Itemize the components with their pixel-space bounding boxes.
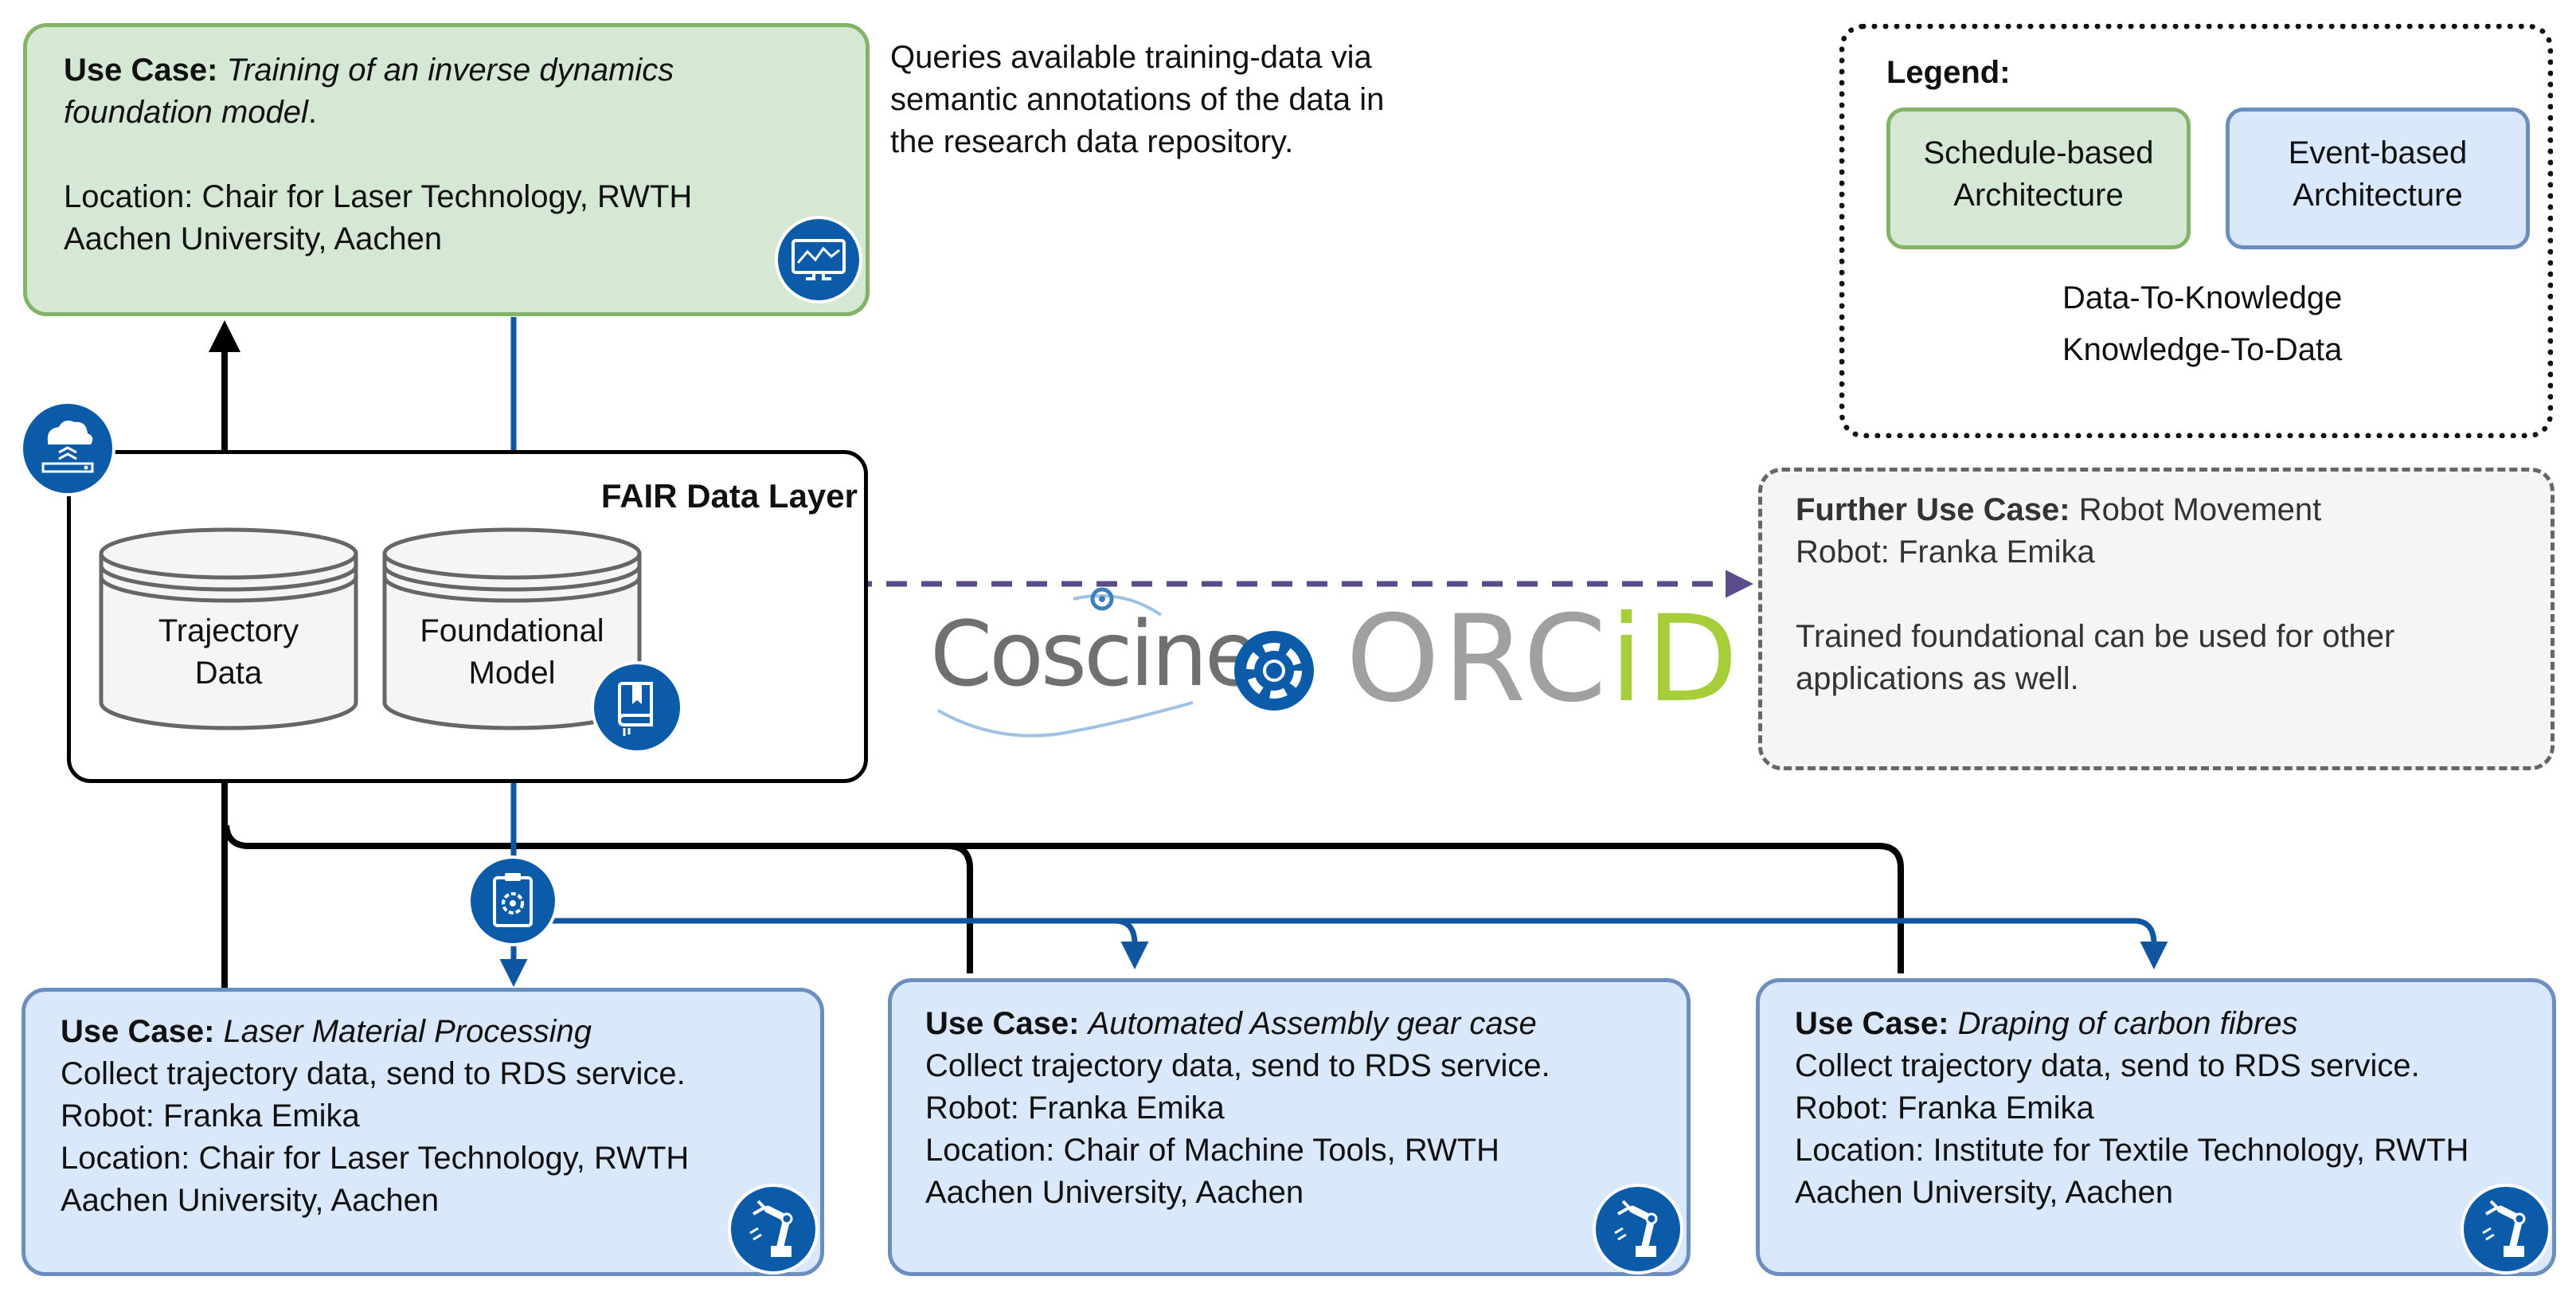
training-location-1: Location: Chair for Laser Technology, RW… — [64, 179, 693, 214]
query-note-2: semantic annotations of the data in — [890, 82, 1385, 117]
line-service-to-right — [541, 918, 2168, 969]
legend-schedule-1: Schedule-based — [1923, 135, 2154, 170]
training-location-2: Aachen University, Aachen — [64, 221, 443, 256]
assembly-action: Collect trajectory data, send to RDS ser… — [925, 1048, 1550, 1083]
training-use-case-text: Use Case: Training of an inverse dynamic… — [64, 49, 692, 260]
coscine-logo: Coscine — [930, 587, 1260, 738]
further-label: Further Use Case: — [1796, 492, 2070, 527]
legend-knowledge-to-data: Knowledge-To-Data — [2062, 332, 2343, 367]
assembly-robot: Robot: Franka Emika — [925, 1090, 1225, 1126]
query-note: Queries available training-data via sema… — [890, 37, 1384, 163]
robot-arm-icon — [1593, 1184, 1683, 1274]
legend-data-to-knowledge: Data-To-Knowledge — [2062, 280, 2343, 315]
further-use-case-text: Further Use Case: Robot Movement Robot: … — [1796, 489, 2394, 700]
legend-event-box: Event-based Architecture — [2226, 108, 2530, 249]
trajectory-label-2: Data — [194, 656, 263, 691]
orcid-logo: ORCiD — [1346, 596, 1741, 723]
legend-schedule-2: Architecture — [1953, 178, 2124, 213]
training-use-case-box: Use Case: Training of an inverse dynamic… — [23, 23, 870, 316]
use-case-laser-box: Use Case: Laser Material Processing Coll… — [21, 988, 824, 1276]
orcid-suffix: iD — [1609, 590, 1741, 729]
model-label-2: Model — [468, 656, 556, 691]
robot-arm-icon — [728, 1184, 819, 1274]
robot-arm-icon — [2461, 1184, 2551, 1274]
clipboard-gear-icon — [467, 856, 558, 946]
coscine-orbit-icon — [937, 587, 1194, 738]
foundational-model-label: Foundational Model — [381, 610, 643, 695]
legend-schedule-text: Schedule-based Architecture — [1890, 132, 2187, 217]
use-case-assembly-text: Use Case: Automated Assembly gear case C… — [925, 1003, 1550, 1214]
further-robot: Robot: Franka Emika — [1796, 534, 2095, 570]
legend-box: Legend: Schedule-based Architecture Even… — [1839, 24, 2553, 438]
use-case-draping-box: Use Case: Draping of carbon fibres Colle… — [1756, 978, 2556, 1276]
training-title-2: foundation model — [64, 95, 308, 130]
laser-location-1: Location: Chair for Laser Technology, RW… — [61, 1141, 690, 1176]
draping-robot: Robot: Franka Emika — [1795, 1090, 2094, 1126]
legend-event-2: Architecture — [2293, 178, 2463, 213]
further-desc-1: Trained foundational can be used for oth… — [1796, 619, 2395, 654]
foundational-model-cylinder — [382, 527, 642, 730]
query-note-1: Queries available training-data via — [890, 40, 1372, 75]
line-draping-to-bus — [948, 843, 1904, 973]
draping-location-1: Location: Institute for Textile Technolo… — [1795, 1133, 2469, 1168]
draping-title: Draping of carbon fibres — [1957, 1006, 2298, 1041]
further-desc-2: applications as well. — [1796, 661, 2079, 696]
arrow-service-to-assembly — [1114, 918, 1149, 969]
line-assembly-to-bus — [223, 824, 973, 973]
laser-label: Use Case: — [61, 1014, 215, 1049]
training-title-1: Training of an inverse dynamics — [226, 53, 674, 88]
book-icon — [591, 661, 683, 754]
draping-location-2: Aachen University, Aachen — [1795, 1175, 2174, 1210]
draping-action: Collect trajectory data, send to RDS ser… — [1795, 1048, 2420, 1083]
laser-title: Laser Material Processing — [223, 1014, 592, 1049]
trajectory-data-label: Trajectory Data — [97, 610, 360, 695]
laser-action: Collect trajectory data, send to RDS ser… — [61, 1056, 686, 1091]
use-case-laser-text: Use Case: Laser Material Processing Coll… — [61, 1011, 689, 1222]
assembly-location-2: Aachen University, Aachen — [925, 1175, 1304, 1210]
assembly-label: Use Case: — [925, 1006, 1080, 1041]
legend-event-1: Event-based — [2288, 135, 2468, 170]
monitor-chart-icon — [775, 216, 862, 303]
cloud-upload-icon — [20, 401, 115, 496]
further-title: Robot Movement — [2078, 492, 2322, 527]
legend-event-text: Event-based Architecture — [2230, 132, 2526, 217]
legend-schedule-box: Schedule-based Architecture — [1886, 108, 2191, 249]
laser-location-2: Aachen University, Aachen — [61, 1183, 440, 1218]
training-title-end: . — [307, 95, 318, 130]
legend-title: Legend: — [1886, 55, 2011, 90]
community-hands-icon — [1234, 631, 1314, 711]
further-use-case-box: Further Use Case: Robot Movement Robot: … — [1758, 468, 2555, 770]
fair-layer-title: FAIR Data Layer — [600, 477, 858, 515]
draping-label: Use Case: — [1795, 1006, 1949, 1041]
use-case-assembly-box: Use Case: Automated Assembly gear case C… — [888, 978, 1691, 1276]
use-case-draping-text: Use Case: Draping of carbon fibres Colle… — [1795, 1003, 2469, 1214]
assembly-title: Automated Assembly gear case — [1088, 1006, 1537, 1041]
assembly-location-1: Location: Chair of Machine Tools, RWTH — [925, 1133, 1500, 1168]
trajectory-data-cylinder — [99, 527, 358, 730]
model-label-1: Foundational — [420, 613, 604, 648]
training-label: Use Case: — [64, 53, 218, 88]
query-note-3: the research data repository. — [890, 124, 1294, 159]
coscine-wordmark: Coscine — [930, 603, 1260, 707]
orcid-prefix: ORC — [1346, 590, 1610, 729]
laser-robot: Robot: Franka Emika — [61, 1098, 360, 1134]
trajectory-label-1: Trajectory — [158, 613, 299, 648]
